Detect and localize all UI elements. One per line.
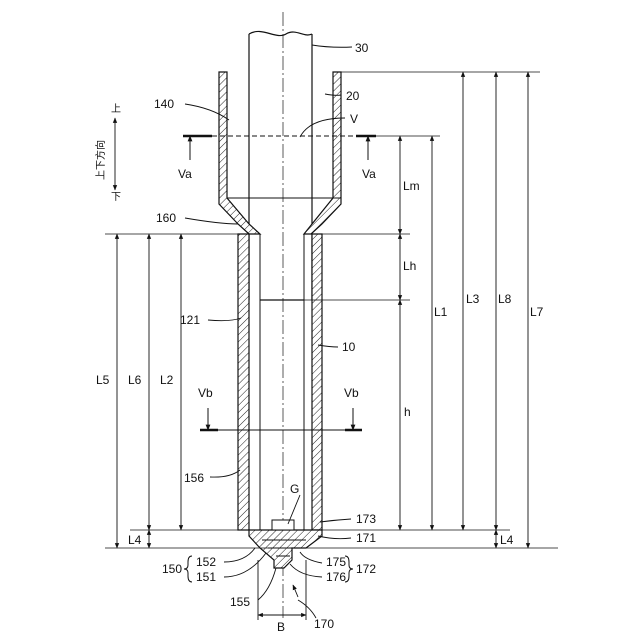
label-121: 121	[180, 313, 200, 327]
dim-L6: L6	[128, 373, 142, 387]
dim-Lh: Lh	[403, 259, 416, 273]
label-170: 170	[314, 617, 334, 631]
direction-vertical-label: 上下方向	[94, 140, 107, 180]
dim-Lm: Lm	[403, 179, 420, 193]
label-V: V	[350, 112, 358, 126]
dim-L1: L1	[434, 305, 448, 319]
label-B: B	[277, 620, 285, 634]
dim-L7: L7	[530, 305, 544, 319]
label-Vb-right: Vb	[344, 386, 359, 400]
section-Vb	[200, 408, 362, 430]
tube-wall-10	[238, 234, 322, 530]
label-G: G	[290, 482, 299, 496]
label-152: 152	[196, 555, 216, 569]
dim-L4-right: L4	[500, 533, 514, 547]
member-30	[249, 31, 312, 300]
direction-up-label: 上	[111, 103, 121, 115]
dim-h: h	[404, 405, 411, 419]
label-151: 151	[196, 570, 216, 584]
dim-L8: L8	[498, 292, 512, 306]
dim-L2: L2	[160, 373, 174, 387]
section-V	[183, 136, 376, 160]
label-Va-right: Va	[362, 167, 376, 181]
label-173: 173	[356, 512, 376, 526]
label-150: 150	[162, 562, 182, 576]
label-172: 172	[356, 562, 376, 576]
cup-wall-20	[219, 72, 341, 234]
direction-down-label: 下	[111, 192, 121, 203]
label-30: 30	[355, 41, 369, 55]
label-176: 176	[326, 570, 346, 584]
dim-L5: L5	[96, 373, 110, 387]
label-156: 156	[184, 471, 204, 485]
label-Vb-left: Vb	[198, 386, 213, 400]
extension-lines	[105, 72, 558, 548]
label-20: 20	[346, 89, 360, 103]
dim-L4-left: L4	[128, 533, 142, 547]
label-175: 175	[326, 555, 346, 569]
label-171: 171	[356, 531, 376, 545]
label-160: 160	[156, 211, 176, 225]
dim-L3: L3	[466, 292, 480, 306]
label-10: 10	[342, 340, 356, 354]
label-140: 140	[154, 97, 174, 111]
label-155: 155	[230, 595, 250, 609]
label-Va-left: Va	[178, 167, 192, 181]
